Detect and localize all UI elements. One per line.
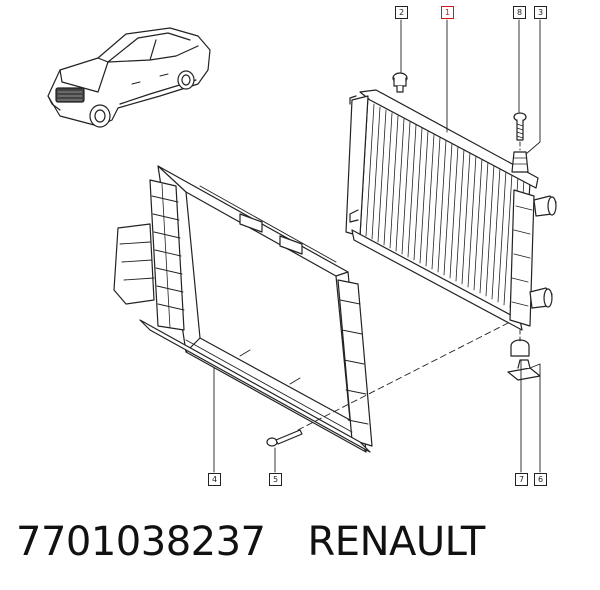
callout-2: 2: [395, 6, 408, 19]
callout-1-highlighted: 1: [441, 6, 454, 19]
callout-7: 7: [515, 473, 528, 486]
part-number: 7701038237: [16, 519, 266, 565]
callout-5: 5: [269, 473, 282, 486]
lower-bracket: [507, 359, 541, 381]
callout-3: 3: [534, 6, 547, 19]
callout-6: 6: [534, 473, 547, 486]
lower-bushing: [510, 339, 530, 357]
leader-lines: [213, 19, 541, 473]
bolt: [513, 112, 527, 141]
radiator: [345, 89, 557, 331]
parts-diagram: 2 1 8 3 4 5 7 6: [47, 6, 557, 486]
car-illustration: [47, 27, 211, 128]
screw: [266, 429, 303, 447]
upper-grommet: [392, 72, 408, 93]
callout-4: 4: [208, 473, 221, 486]
radiator-fins: [365, 103, 525, 312]
upper-mount: [511, 151, 529, 173]
exploded-view-drawing: [47, 19, 557, 473]
brand-name: RENAULT: [307, 519, 486, 565]
callout-8: 8: [513, 6, 526, 19]
part-caption: 7701038237 RENAULT: [16, 512, 485, 572]
front-panel-frame: [113, 165, 373, 453]
